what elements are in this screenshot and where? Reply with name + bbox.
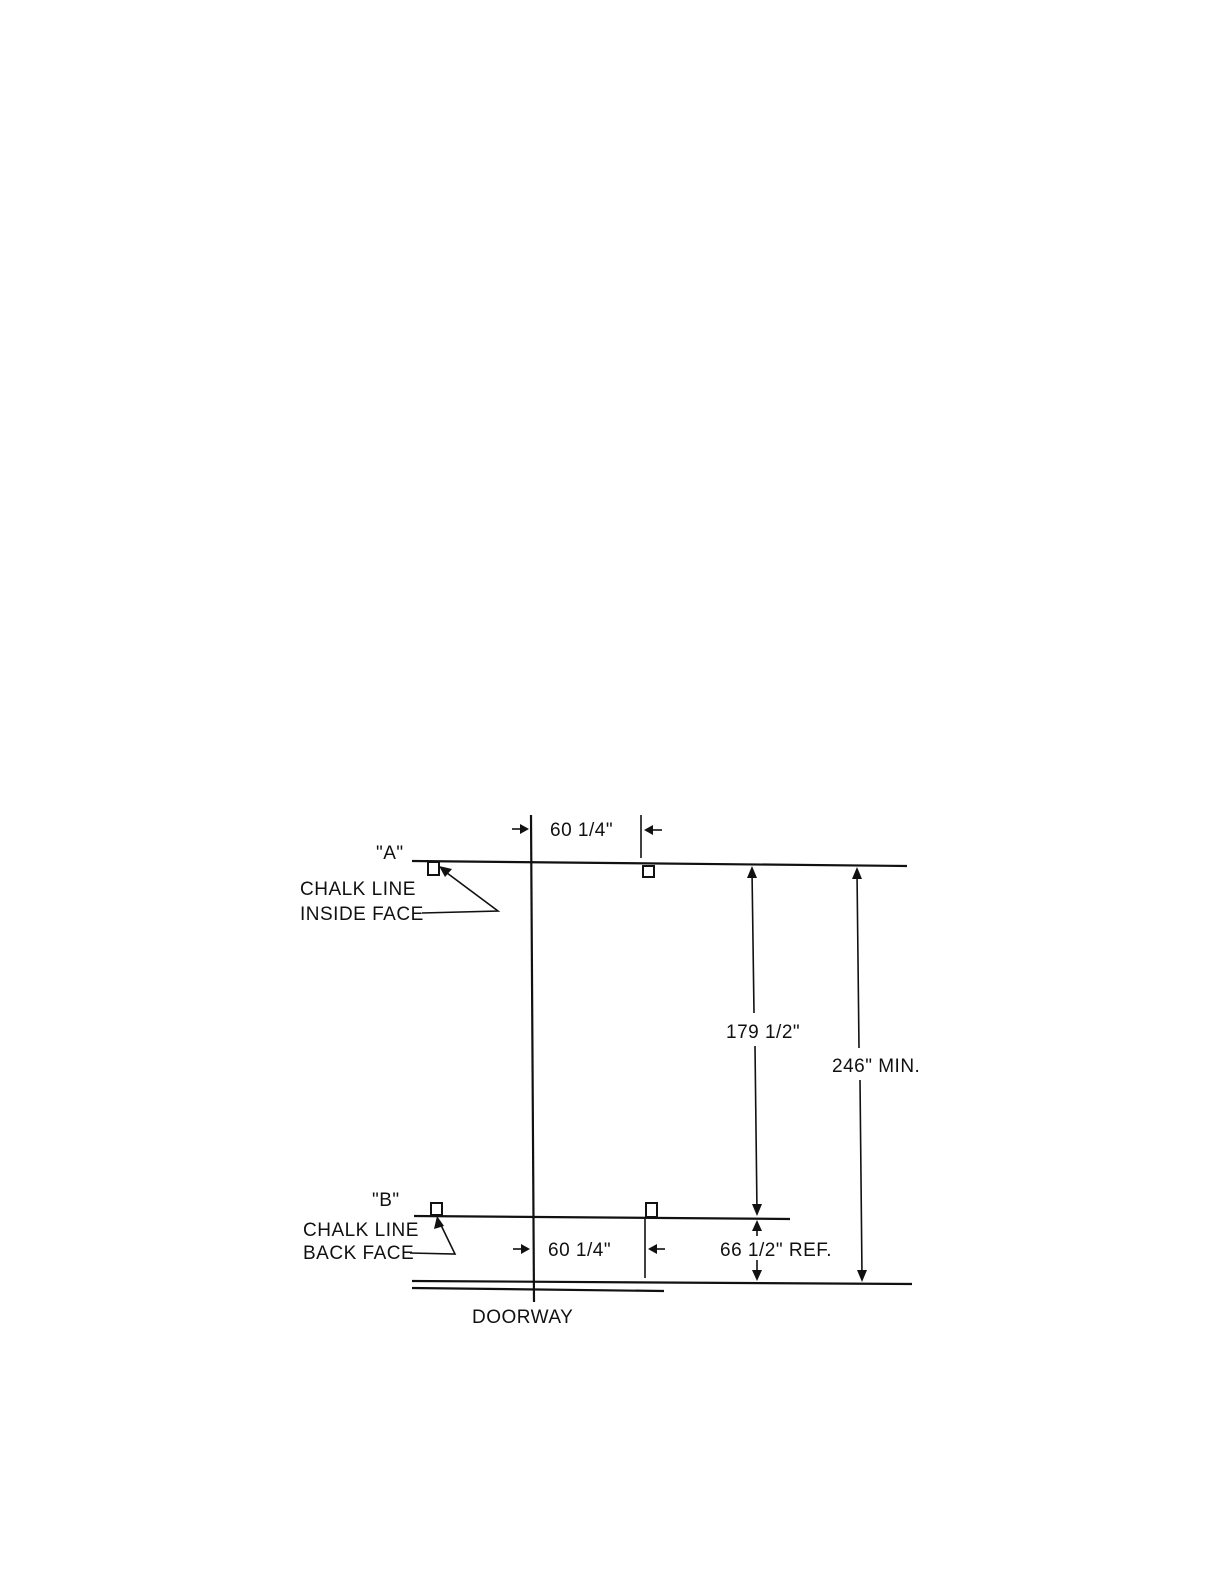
doorway-wall-line-lower [412, 1288, 664, 1291]
point-b-label: "B" [372, 1190, 400, 1211]
chalk-line-top-label-line1: CHALK LINE [300, 879, 416, 900]
doorway-centerline [531, 815, 534, 1302]
top-width-arrow-right-head [644, 825, 653, 835]
span-dimension-line-lower [755, 1046, 757, 1212]
ref-dimension-label: 66 1/2" REF. [720, 1240, 832, 1261]
post-marker-b-left [431, 1203, 442, 1215]
top-width-dimension-label: 60 1/4" [550, 820, 613, 841]
doorway-label: DOORWAY [472, 1307, 573, 1328]
chalk-line-a [412, 861, 907, 866]
span-dimension-line-upper [752, 870, 754, 1013]
top-width-arrow-left-head [520, 824, 529, 834]
total-dimension-line-upper [857, 872, 859, 1048]
doorway-wall-line-upper [412, 1281, 912, 1284]
chalk-line-top-label-line2: INSIDE FACE [300, 904, 424, 925]
chalk-line-top-leader [422, 870, 498, 913]
total-dimension-label: 246" MIN. [832, 1056, 920, 1077]
span-dimension-arrow-top [747, 866, 757, 878]
bottom-width-arrow-left-head [521, 1244, 530, 1254]
point-a-label: "A" [376, 843, 404, 864]
post-marker-b-right [646, 1203, 657, 1217]
post-marker-a-right [643, 866, 654, 877]
bottom-width-dimension-label: 60 1/4" [548, 1240, 611, 1261]
ref-dimension-arrow-top [752, 1220, 762, 1231]
bottom-width-arrow-right-head [648, 1244, 657, 1254]
chalk-line-bottom-label-line1: CHALK LINE [303, 1220, 419, 1241]
chalk-line-bottom-label-line2: BACK FACE [303, 1243, 414, 1264]
ref-dimension-arrow-bottom [752, 1270, 762, 1281]
post-marker-a-left [428, 862, 439, 875]
span-dimension-label: 179 1/2" [726, 1022, 800, 1043]
total-dimension-line-lower [860, 1080, 862, 1276]
total-dimension-arrow-bottom [857, 1270, 867, 1282]
total-dimension-arrow-top [852, 867, 862, 879]
span-dimension-arrow-bottom [752, 1204, 762, 1216]
chalk-line-b [414, 1216, 790, 1219]
